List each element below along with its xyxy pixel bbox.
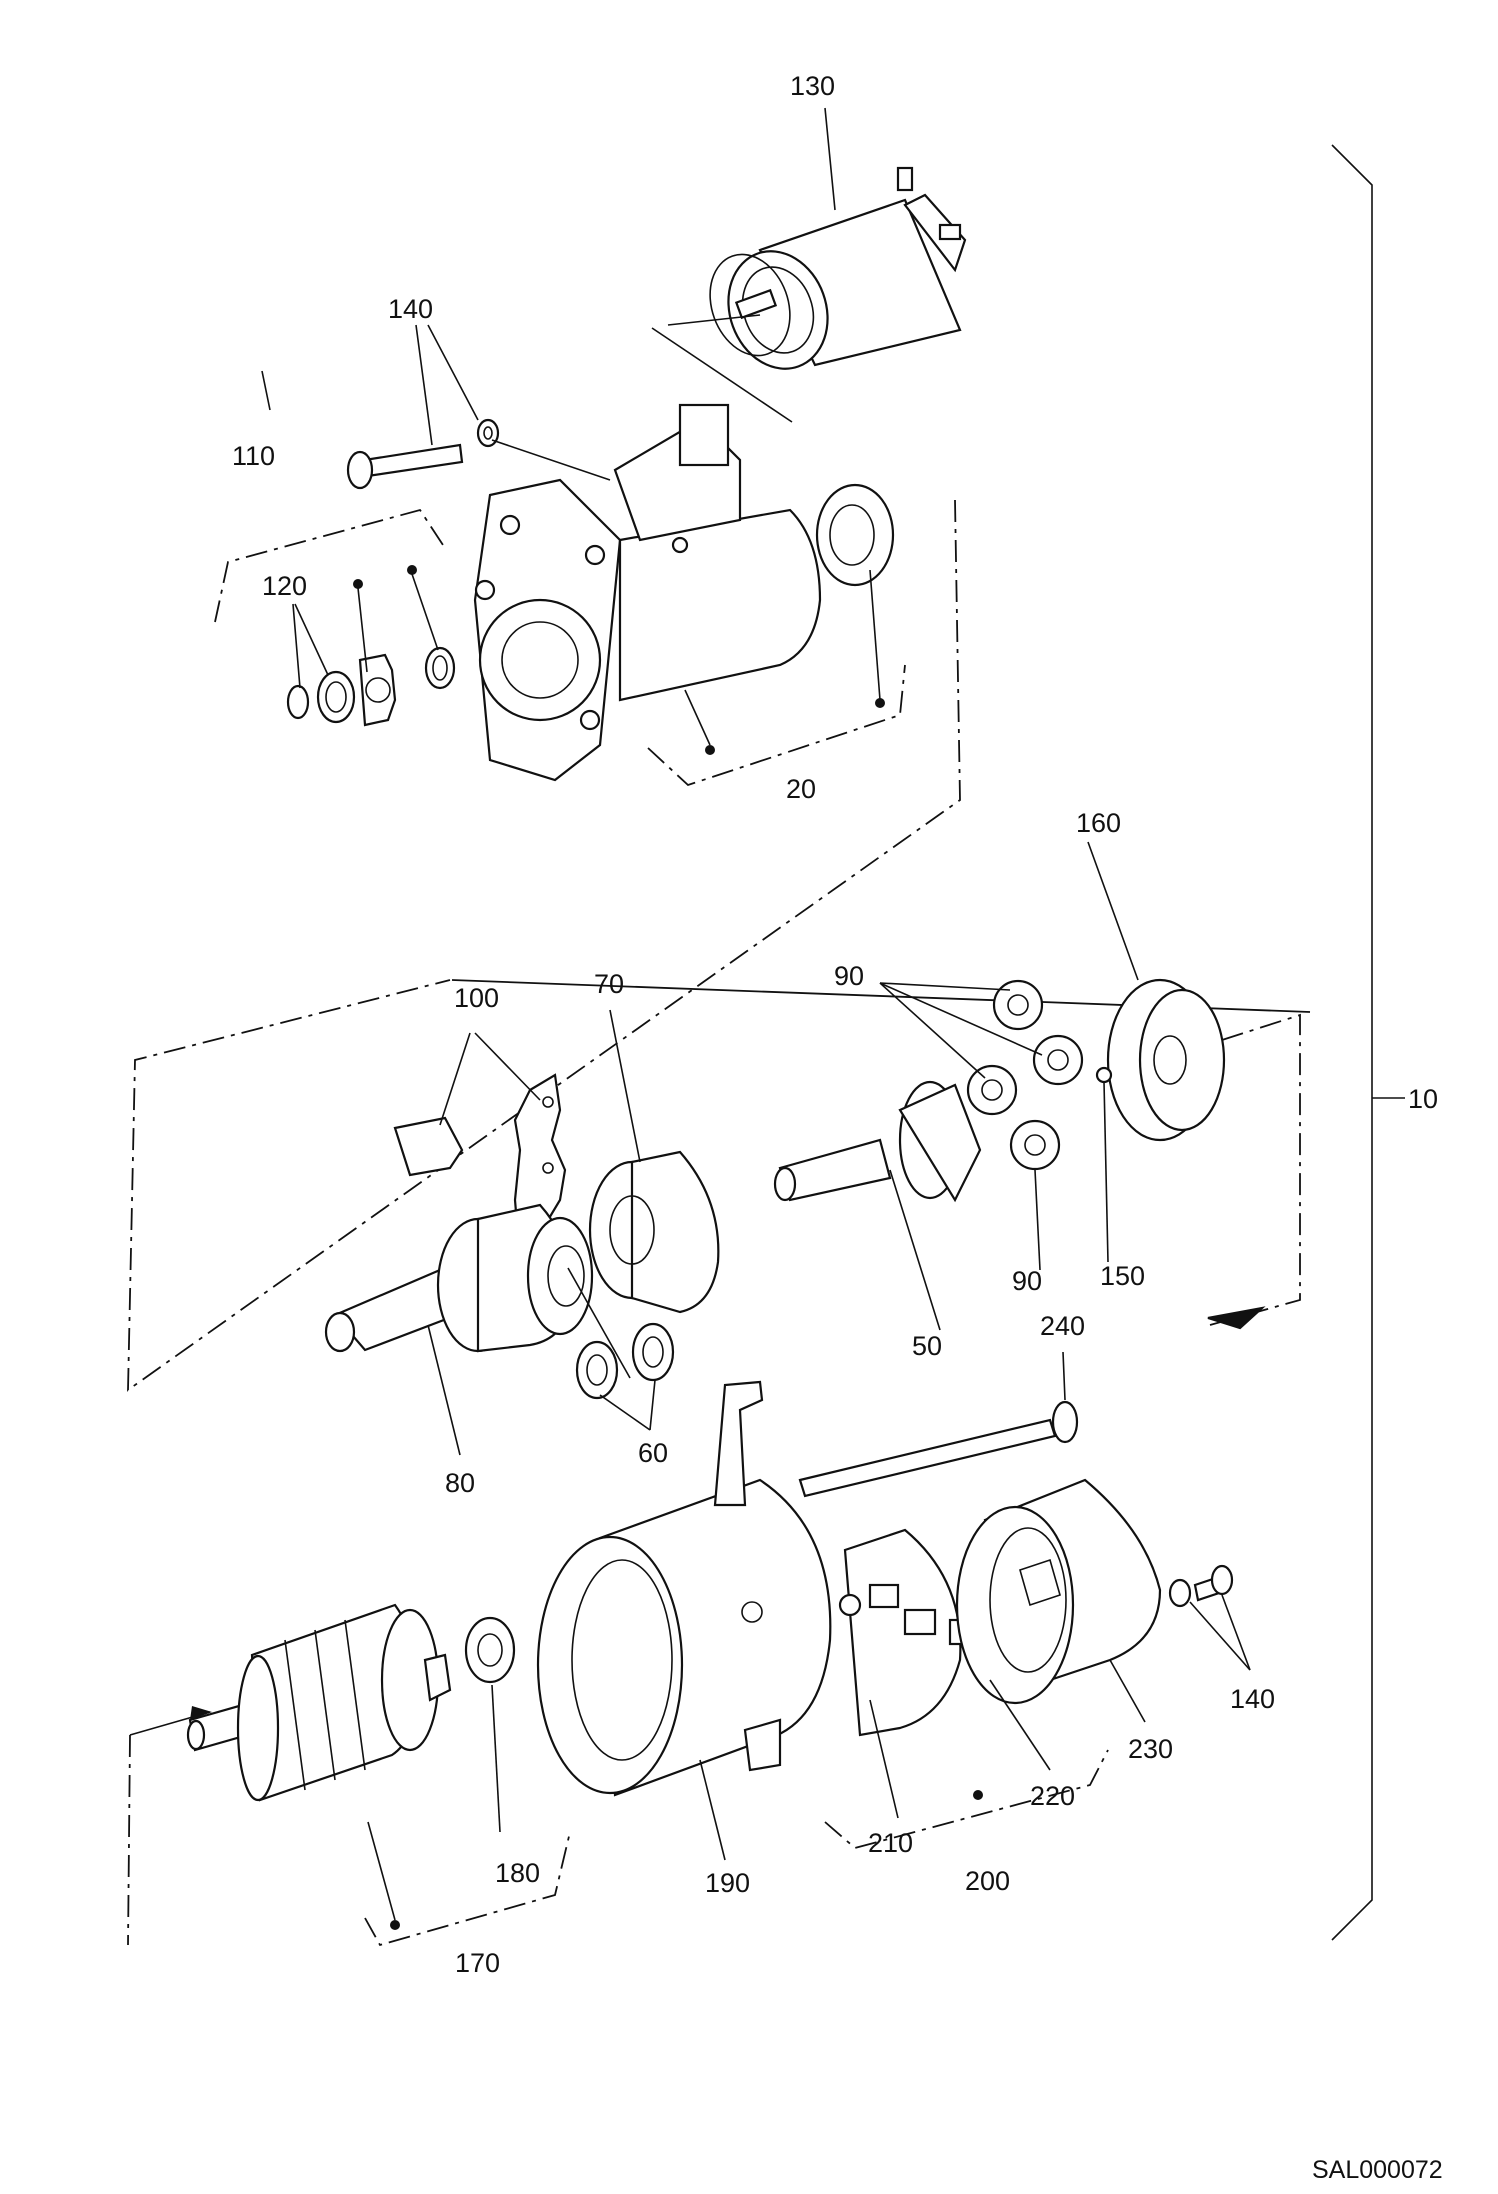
callout-110: 110	[232, 441, 275, 471]
clutch-assembly-part	[324, 1203, 594, 1353]
group-member-dots	[353, 565, 983, 1930]
callout-90-bottom: 90	[1012, 1266, 1042, 1296]
planet-shaft-part	[773, 1080, 982, 1203]
washers-part	[575, 1322, 675, 1400]
callout-120: 120	[262, 571, 307, 601]
assembly-bracket	[1331, 144, 1405, 1941]
planet-gears-part	[966, 979, 1084, 1171]
callout-170: 170	[455, 1948, 500, 1978]
callout-150: 150	[1100, 1261, 1145, 1291]
callout-140-bottom: 140	[1230, 1684, 1275, 1714]
callout-10: 10	[1408, 1084, 1438, 1114]
callout-140-top: 140	[388, 294, 433, 324]
armature-bearing-part	[464, 1616, 516, 1684]
end-cover-part	[955, 1478, 1162, 1705]
callout-100: 100	[454, 983, 499, 1013]
field-frame-part	[536, 1380, 832, 1797]
bottom-dash-outlines	[127, 1706, 1109, 1947]
callout-210: 210	[868, 1828, 913, 1858]
through-bolt-part	[798, 1400, 1079, 1498]
callout-labels: 130 140 110 120 20 160 100 70 90 10 90 1…	[232, 71, 1438, 1978]
callout-60: 60	[638, 1438, 668, 1468]
end-cover-screw-part	[1168, 1564, 1234, 1608]
callout-130: 130	[790, 71, 835, 101]
callout-220: 220	[1030, 1781, 1075, 1811]
solenoid-part	[709, 166, 967, 370]
gear-shield-part	[1095, 978, 1226, 1142]
callout-70: 70	[594, 969, 624, 999]
callout-200: 200	[965, 1866, 1010, 1896]
brush-holder-part	[838, 1528, 982, 1737]
reference-code: SAL000072	[1312, 2156, 1443, 2184]
housing-bearing-part	[815, 483, 895, 587]
internal-gear-part	[588, 1150, 720, 1314]
callout-50: 50	[912, 1331, 942, 1361]
drive-housing-part	[473, 403, 822, 782]
callout-230: 230	[1128, 1734, 1173, 1764]
callout-240: 240	[1040, 1311, 1085, 1341]
pinion-group-part	[286, 646, 456, 727]
callout-160: 160	[1076, 808, 1121, 838]
central-group-dash-outline	[1207, 1013, 1301, 1330]
leader-lines	[261, 107, 1251, 1921]
solenoid-bolt-part	[346, 418, 500, 490]
callout-180: 180	[495, 1858, 540, 1888]
armature-part	[186, 1603, 452, 1802]
callout-90-top: 90	[834, 961, 864, 991]
callout-20: 20	[786, 774, 816, 804]
callout-80: 80	[445, 1468, 475, 1498]
callout-190: 190	[705, 1868, 750, 1898]
